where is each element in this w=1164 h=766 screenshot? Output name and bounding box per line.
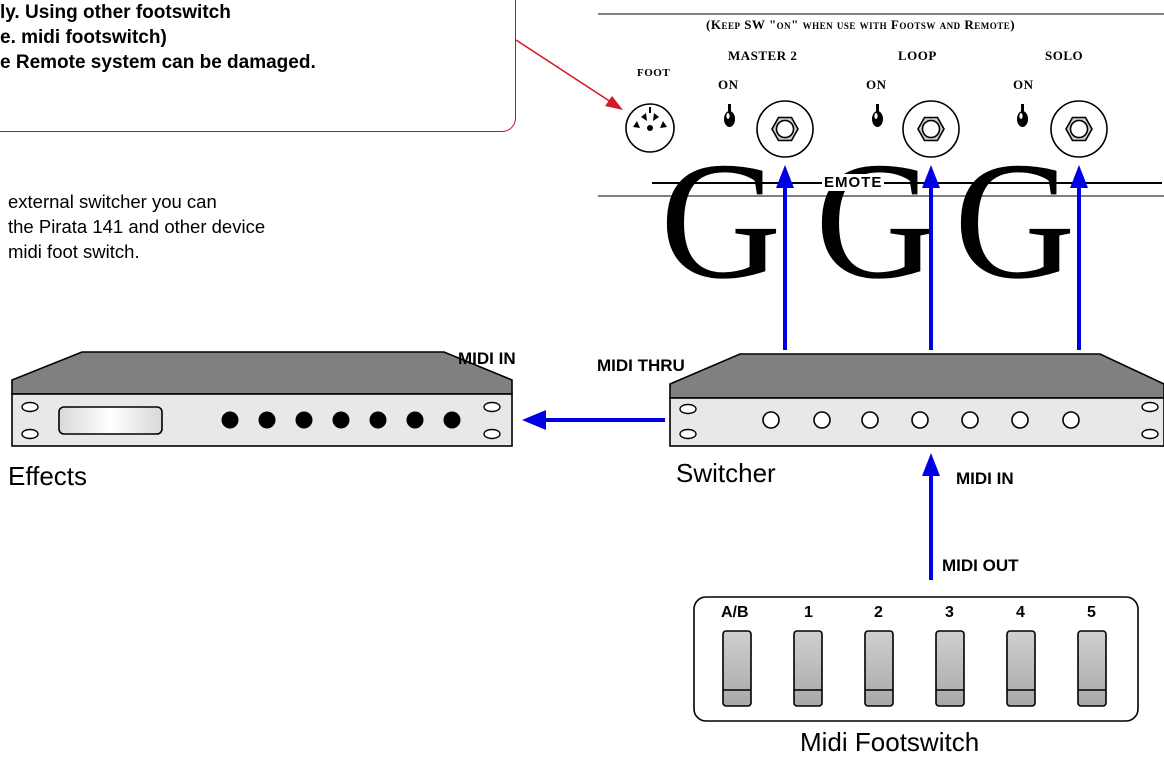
switcher-caption: Switcher [676, 458, 776, 488]
effects-caption: Effects [8, 461, 88, 491]
arrow-switcher-to-master2 [776, 165, 794, 350]
switch-label-loop: ON [866, 77, 887, 92]
toggle-switch-solo [1017, 104, 1028, 127]
jack-socket-master2 [756, 100, 814, 158]
footswitch-button-label-3: 3 [945, 604, 954, 621]
channel-name-master2: MASTER 2 [728, 48, 798, 63]
arrow-footswitch-to-switcher [922, 453, 940, 580]
footswitch-button-label-1: 1 [804, 604, 813, 621]
panel-header-note: (Keep SW "on" when use with Footsw and R… [706, 17, 1016, 32]
footswitch-button-label-4: 4 [1016, 604, 1025, 621]
remote-label: EMOTE [822, 174, 885, 191]
toggle-switch-loop [872, 104, 883, 127]
arrow-switcher-to-loop [922, 165, 940, 350]
footswitch-button-label-ab: A/B [721, 604, 749, 621]
description-line-2: the Pirata 141 and other device [8, 216, 266, 237]
big-letter-g-1: G [660, 128, 782, 314]
footswitch-button-label-2: 2 [874, 604, 883, 621]
warning-note-box [0, 0, 516, 132]
jack-socket-loop [902, 100, 960, 158]
switcher-rack-unit [669, 353, 1164, 447]
footswitch-midi-out-label: MIDI OUT [942, 556, 1019, 575]
arrow-switcher-to-effects [522, 410, 665, 430]
red-pointer-arrow [515, 39, 623, 110]
switch-label-solo: ON [1013, 77, 1034, 92]
foot-label: FOOT [637, 67, 671, 79]
channel-name-solo: SOLO [1045, 48, 1084, 63]
toggle-switch-master2 [724, 104, 735, 127]
warning-note-line-1: ly. Using other footswitch [0, 2, 231, 23]
description-line-3: midi foot switch. [8, 241, 140, 262]
foot-din-socket [625, 103, 675, 153]
switcher-midi-thru-label: MIDI THRU [597, 356, 685, 375]
effects-rack-unit [11, 351, 513, 447]
footswitch-button-label-5: 5 [1087, 604, 1096, 621]
description-line-1: external switcher you can [8, 191, 217, 212]
effects-midi-in-label: MIDI IN [458, 349, 516, 368]
switch-label-master2: ON [718, 77, 739, 92]
footswitch-caption: Midi Footswitch [800, 727, 980, 757]
big-letter-g-2: G [815, 128, 937, 314]
jack-socket-solo [1050, 100, 1108, 158]
switcher-midi-in-label: MIDI IN [956, 469, 1014, 488]
arrow-switcher-to-solo [1070, 165, 1088, 350]
channel-name-loop: LOOP [898, 48, 937, 63]
midi-footswitch-unit [693, 596, 1139, 722]
warning-note-line-3: e Remote system can be damaged. [0, 52, 316, 73]
big-letter-g-3: G [954, 128, 1076, 314]
warning-note-line-2: e. midi footswitch) [0, 27, 167, 48]
